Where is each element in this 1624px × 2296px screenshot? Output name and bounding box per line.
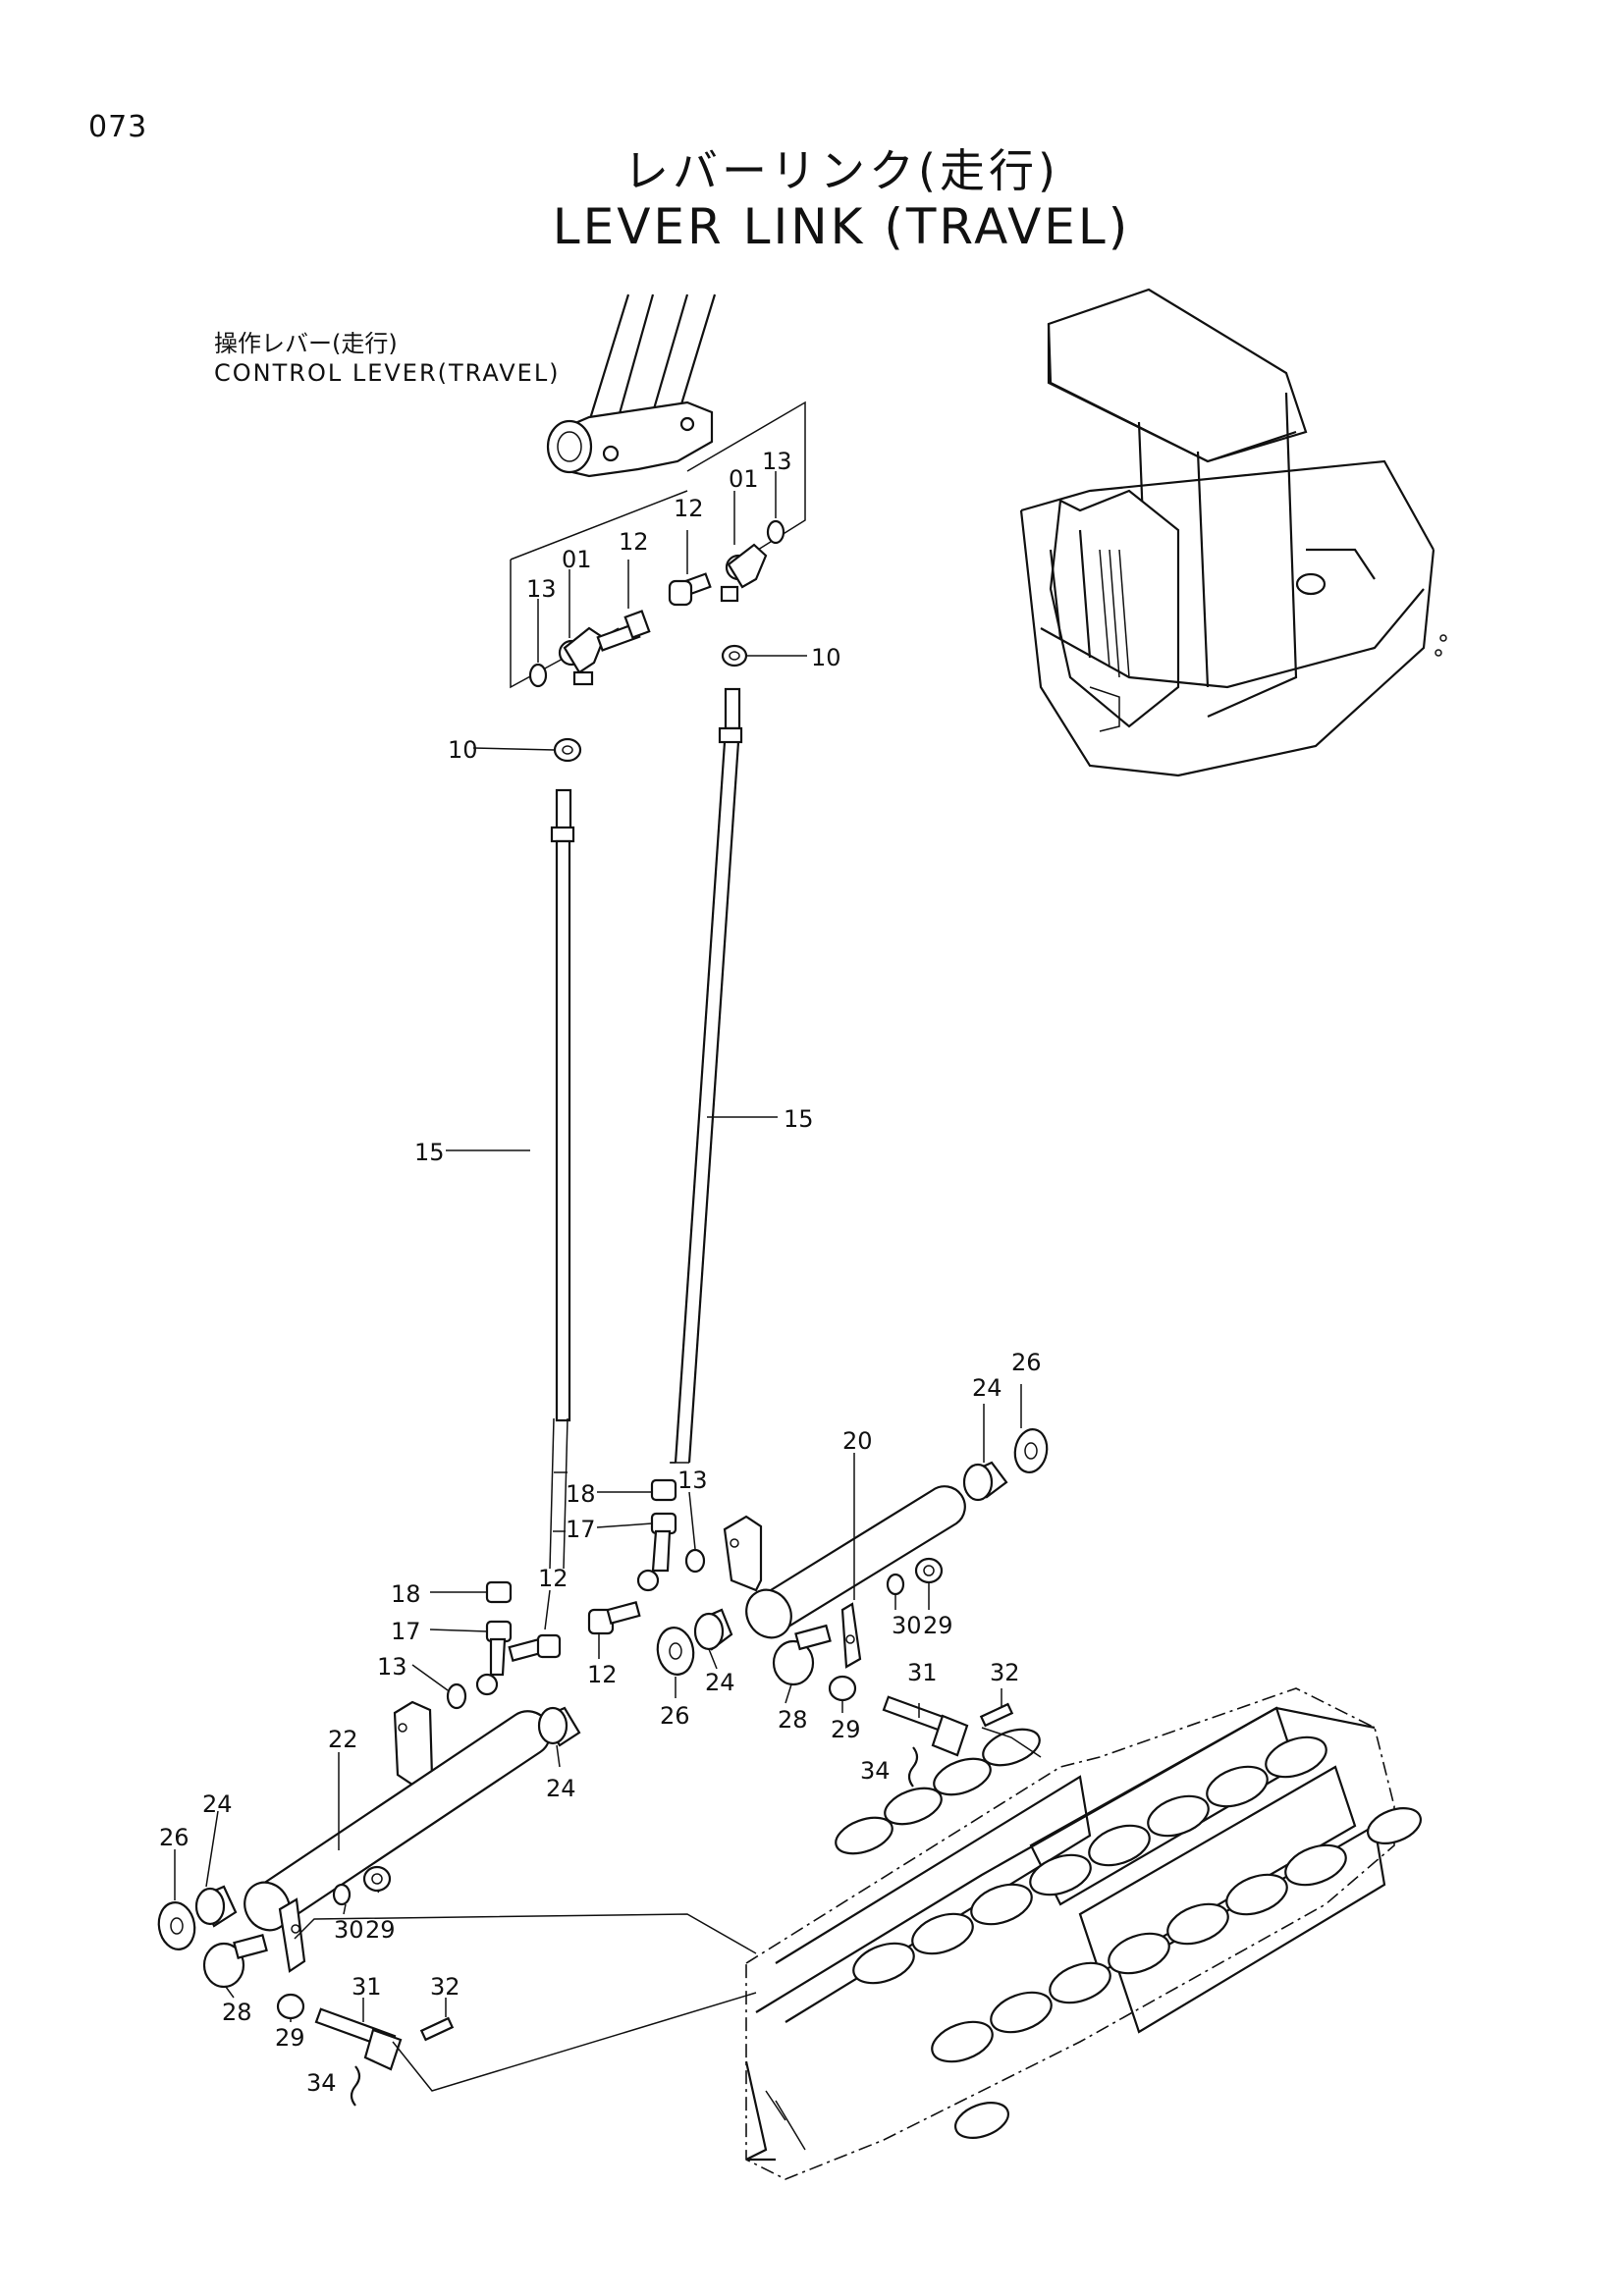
- part-label-29: 29: [923, 1612, 953, 1639]
- rod-15-right: [670, 687, 743, 1464]
- washer-26-shaft20-right: [1013, 1428, 1049, 1473]
- bushing-24-shaft22-left: [194, 1885, 238, 1928]
- part-label-30: 30: [334, 1916, 364, 1944]
- part-label-24: 24: [202, 1790, 233, 1818]
- bushing-24-shaft22-right: [537, 1706, 581, 1747]
- bushing-24-shaft20-left: [693, 1608, 733, 1651]
- control-lever-label: CONTROL LEVER(TRAVEL): [214, 359, 561, 387]
- part-labels: 01 01 12 12 13 13 10 10 15 15 26 24 20 1…: [159, 448, 1042, 2097]
- shaft-22: [244, 1700, 552, 1973]
- washer-30-shaft22: [332, 1883, 352, 1906]
- link-line-shaft20-valve: [981, 1727, 1042, 1758]
- link-line-shaft22-valve: [294, 1913, 757, 1954]
- part-label-12: 12: [538, 1565, 568, 1592]
- part-label-22: 22: [328, 1726, 358, 1753]
- part-label-15: 15: [414, 1139, 445, 1166]
- part-label-01: 01: [729, 465, 759, 493]
- part-label-13: 13: [677, 1467, 708, 1494]
- part-label-29: 29: [275, 2024, 305, 2052]
- control-lever-illustration: [546, 294, 717, 478]
- group-bracket-top-left: [510, 490, 688, 561]
- joint-17-left: [475, 1620, 513, 1696]
- nut-29-shaft22: [362, 1865, 392, 1893]
- bolt-28-shaft20: [772, 1624, 832, 1686]
- joint-17-right: [636, 1512, 677, 1592]
- bushing-24-shaft20-right: [962, 1461, 1008, 1502]
- bolt-32-shaft22: [419, 2016, 455, 2042]
- clip-34-shaft22: [350, 2065, 361, 2107]
- bolt-12-lower-left: [508, 1633, 562, 1662]
- part-label-15: 15: [784, 1105, 814, 1133]
- nut-29-shaft20-lower: [828, 1675, 857, 1702]
- part-label-10: 10: [811, 644, 841, 671]
- machine-overview-illustration: [1019, 288, 1447, 777]
- washer-13-lower-left: [446, 1682, 467, 1710]
- part-label-12: 12: [674, 495, 704, 522]
- page-number: 073: [88, 110, 148, 144]
- part-label-17: 17: [566, 1516, 596, 1543]
- rod-15-left: [549, 788, 575, 1570]
- nut-10-right: [721, 644, 748, 667]
- group-bracket-right: [686, 400, 806, 570]
- part-label-18: 18: [566, 1480, 596, 1508]
- part-label-12: 12: [619, 528, 649, 556]
- washer-26-shaft22-left: [157, 1901, 196, 1950]
- washer-13-right: [766, 519, 785, 545]
- part-label-26: 26: [1011, 1349, 1042, 1376]
- part-label-31: 31: [352, 1973, 382, 2001]
- control-lever-label-japanese: 操作レバー(走行): [214, 330, 398, 357]
- control-valve-illustration: [744, 1687, 1422, 2180]
- part-label-26: 26: [660, 1702, 690, 1730]
- part-label-34: 34: [860, 1757, 891, 1785]
- bolt-12-right: [668, 572, 712, 607]
- part-label-29: 29: [365, 1916, 396, 1944]
- pin-31-shaft20: [882, 1695, 969, 1757]
- bolt-28-shaft22: [202, 1934, 268, 1989]
- part-label-18: 18: [391, 1580, 421, 1608]
- part-label-24: 24: [546, 1775, 576, 1802]
- pin-31-shaft22: [314, 2007, 403, 2071]
- washer-13-left: [528, 663, 548, 688]
- part-label-28: 28: [222, 1999, 252, 2026]
- part-label-20: 20: [842, 1427, 873, 1455]
- rod-end-01-left: [558, 626, 606, 686]
- part-label-34: 34: [306, 2069, 337, 2097]
- part-label-28: 28: [778, 1706, 808, 1734]
- washer-26-center: [656, 1627, 695, 1676]
- page-title: LEVER LINK (TRAVEL): [552, 198, 1131, 255]
- bolt-32-shaft20: [979, 1702, 1014, 1728]
- link-line-pin-valve: [392, 1992, 757, 2092]
- rod-end-01-right: [720, 543, 768, 603]
- part-label-24: 24: [972, 1374, 1002, 1402]
- part-label-32: 32: [990, 1659, 1020, 1686]
- clip-34-shaft20: [907, 1746, 919, 1788]
- part-label-26: 26: [159, 1824, 189, 1851]
- part-label-10: 10: [448, 736, 478, 764]
- nut-29-shaft20: [914, 1557, 944, 1584]
- part-label-13: 13: [526, 575, 557, 603]
- part-label-01: 01: [562, 546, 592, 573]
- nut-18-right: [650, 1478, 677, 1502]
- part-label-13: 13: [377, 1653, 407, 1681]
- part-label-32: 32: [430, 1973, 460, 2001]
- page-title-japanese: レバーリンク(走行): [623, 144, 1059, 197]
- washer-13-lower-right: [684, 1548, 706, 1574]
- washer-30-shaft20: [886, 1573, 905, 1596]
- bolt-12-left: [596, 610, 651, 652]
- part-label-29: 29: [831, 1716, 861, 1743]
- nut-29-shaft22-lower: [276, 1993, 305, 2020]
- part-label-13: 13: [762, 448, 792, 475]
- part-label-12: 12: [587, 1661, 618, 1688]
- leader-lines: [174, 471, 1022, 2022]
- part-label-31: 31: [907, 1659, 938, 1686]
- part-label-17: 17: [391, 1618, 421, 1645]
- nut-10-left: [553, 737, 582, 763]
- part-label-30: 30: [892, 1612, 922, 1639]
- nut-18-left: [485, 1580, 513, 1604]
- part-label-24: 24: [705, 1669, 735, 1696]
- shaft-20: [723, 1485, 966, 1669]
- bolt-12-lower-right: [587, 1601, 641, 1635]
